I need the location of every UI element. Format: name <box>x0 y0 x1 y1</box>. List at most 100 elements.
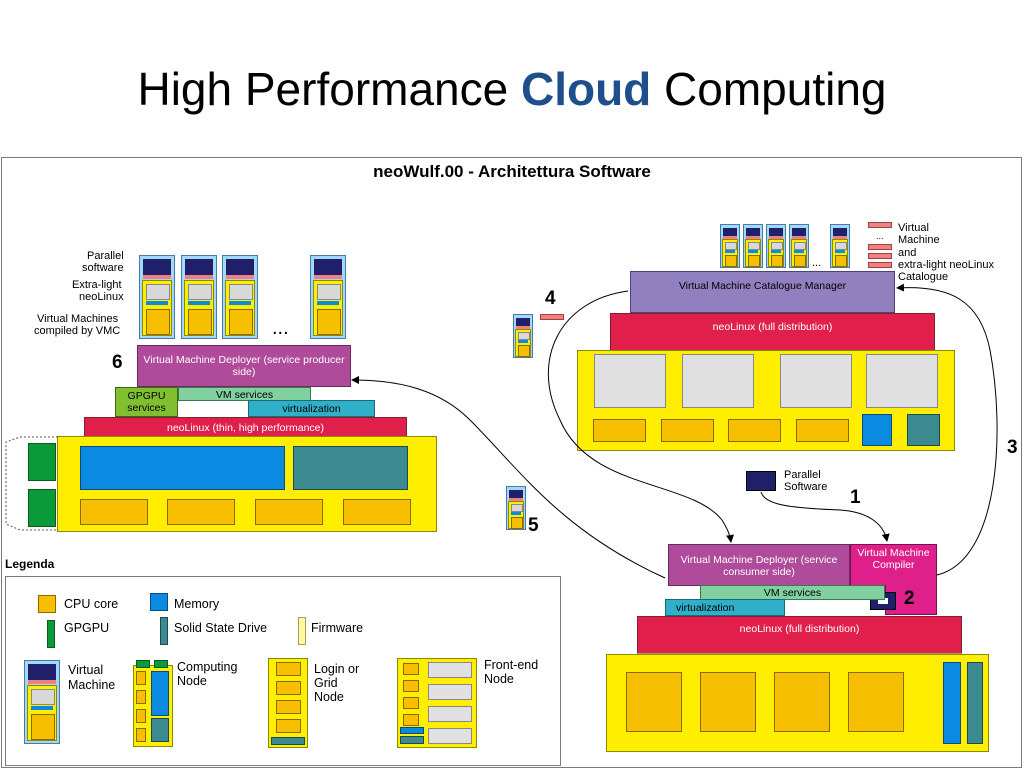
step-number-3: 3 <box>1007 437 1018 458</box>
cpu-core <box>848 672 904 732</box>
memory-block <box>80 446 285 490</box>
catalogue-ellipsis: ... <box>812 257 822 269</box>
title-part2: Computing <box>651 63 887 115</box>
vm-catalogue-icon <box>720 224 740 268</box>
cpu-core <box>343 499 411 525</box>
legend-computing-ssd <box>151 718 169 742</box>
catalogue-label-4: Catalogue <box>898 271 949 283</box>
ssd-block <box>293 446 408 490</box>
legend-computing-gpgpu <box>154 660 168 668</box>
vm-services-right-label: VM services <box>763 587 822 599</box>
gpgpu-card <box>28 443 56 481</box>
title-accent: Cloud <box>520 63 652 115</box>
step-number-6: 6 <box>112 352 123 373</box>
disk-block <box>866 354 938 408</box>
step-number-5: 5 <box>528 515 539 536</box>
legend-box <box>5 576 561 766</box>
legend-computing-cpu <box>136 671 146 685</box>
legend-login-label: Login or Grid Node <box>314 662 360 704</box>
catalogue-ellipsis-small: ... <box>876 231 884 241</box>
legend-computing-mem <box>151 671 169 716</box>
legend-computing-cpu <box>136 690 146 704</box>
vm-compiler-label: Virtual Machine Compiler <box>857 547 930 571</box>
legend-frontend-cpu <box>403 697 419 709</box>
neolinux-image-icon <box>540 314 564 320</box>
catalogue-label-3: extra-light neoLinux <box>898 259 995 271</box>
step-number-4: 4 <box>545 288 556 309</box>
legend-memory-label: Memory <box>174 597 220 611</box>
virtualization-right-label: virtualization <box>676 602 735 614</box>
legend-frontend-disk <box>428 728 472 744</box>
legend-frontend-mem <box>400 727 424 734</box>
ssd-block <box>907 414 940 446</box>
legend-cpu-swatch <box>38 595 56 613</box>
virtualization-right: virtualization <box>665 599 785 616</box>
cpu-core <box>700 672 756 732</box>
disk-block <box>682 354 754 408</box>
cpu-core <box>80 499 148 525</box>
legend-vm-icon <box>24 660 60 744</box>
vm-services-left-label: VM services <box>215 389 274 401</box>
cpu-core <box>626 672 682 732</box>
legend-memory-swatch <box>150 593 168 611</box>
disk-block <box>780 354 852 408</box>
vm-catalogue-manager: Virtual Machine Catalogue Manager <box>630 271 895 313</box>
catalogue-label-1: Machine <box>898 234 940 246</box>
legend-login-cpu <box>276 700 301 714</box>
neolinux-full-bottom: neoLinux (full distribution) <box>637 616 962 654</box>
cpu-core <box>796 419 849 442</box>
cpu-core <box>255 499 323 525</box>
vm-catalogue-icon <box>743 224 763 268</box>
catalogue-label-0: Virtual <box>898 222 929 234</box>
neolinux-catalogue-icon <box>868 253 892 259</box>
legend-gpgpu-label: GPGPU <box>64 621 110 635</box>
vm-catalogue-icon <box>766 224 786 268</box>
legend-computing-cpu <box>136 728 146 742</box>
legend-ssd-label: Solid State Drive <box>174 621 268 635</box>
neolinux-thin-label: neoLinux (thin, high performance) <box>166 422 324 434</box>
legend-login-cpu <box>276 662 301 676</box>
vm-stack-icon <box>222 255 258 339</box>
gpgpu-services: GPGPU services <box>115 387 178 417</box>
label-virtual-machines: Virtual Machines <box>37 313 119 325</box>
label-extra-light: Extra-light <box>72 279 122 291</box>
vm-stack-icon <box>139 255 175 339</box>
vm-services-right: VM services <box>700 585 885 600</box>
parallel-software-icon <box>746 471 776 491</box>
vm-deployed-icon <box>506 486 526 530</box>
virtualization-left-label: virtualization <box>282 403 341 415</box>
neolinux-catalogue-icon <box>868 222 892 228</box>
vm-deployer-producer-label: Virtual Machine Deployer (service produc… <box>143 354 345 378</box>
label-software: software <box>82 262 124 274</box>
vm-services-left: VM services <box>178 387 311 401</box>
neolinux-full-bottom-label: neoLinux (full distribution) <box>739 623 860 635</box>
legend-firmware-swatch <box>298 617 306 645</box>
label-neolinux: neoLinux <box>79 291 124 303</box>
legend-login-cpu <box>276 719 301 733</box>
vm-deployer-consumer: Virtual Machine Deployer (service consum… <box>668 544 850 586</box>
ssd-block <box>967 662 983 744</box>
neolinux-thin: neoLinux (thin, high performance) <box>84 417 407 437</box>
vm-stack-icon <box>310 255 346 339</box>
page-title: High Performance Cloud Computing <box>0 62 1024 116</box>
legend-login-cpu <box>276 681 301 695</box>
neolinux-catalogue-icon <box>868 262 892 268</box>
label-parallel: Parallel <box>87 250 124 262</box>
vm-stack-icon <box>181 255 217 339</box>
step-number-1: 1 <box>850 487 861 508</box>
gpgpu-card <box>28 489 56 527</box>
legend-frontend-ssd <box>400 736 424 744</box>
legend-computing-label: Computing Node <box>177 660 238 688</box>
legend-cpu-label: CPU core <box>64 597 119 611</box>
vm-image-icon <box>513 314 533 358</box>
legend-frontend-disk <box>428 684 472 700</box>
vm-catalogue-icon <box>830 224 850 268</box>
left-ellipsis: ... <box>272 317 289 339</box>
legend-frontend-cpu <box>403 714 419 726</box>
neolinux-full-top: neoLinux (full distribution) <box>610 313 935 351</box>
disk-block <box>594 354 666 408</box>
diagram-heading: neoWulf.00 - Architettura Software <box>373 162 651 181</box>
legend-gpgpu-swatch <box>47 620 55 648</box>
legend-frontend-disk <box>428 706 472 722</box>
neolinux-full-top-label: neoLinux (full distribution) <box>712 321 833 333</box>
